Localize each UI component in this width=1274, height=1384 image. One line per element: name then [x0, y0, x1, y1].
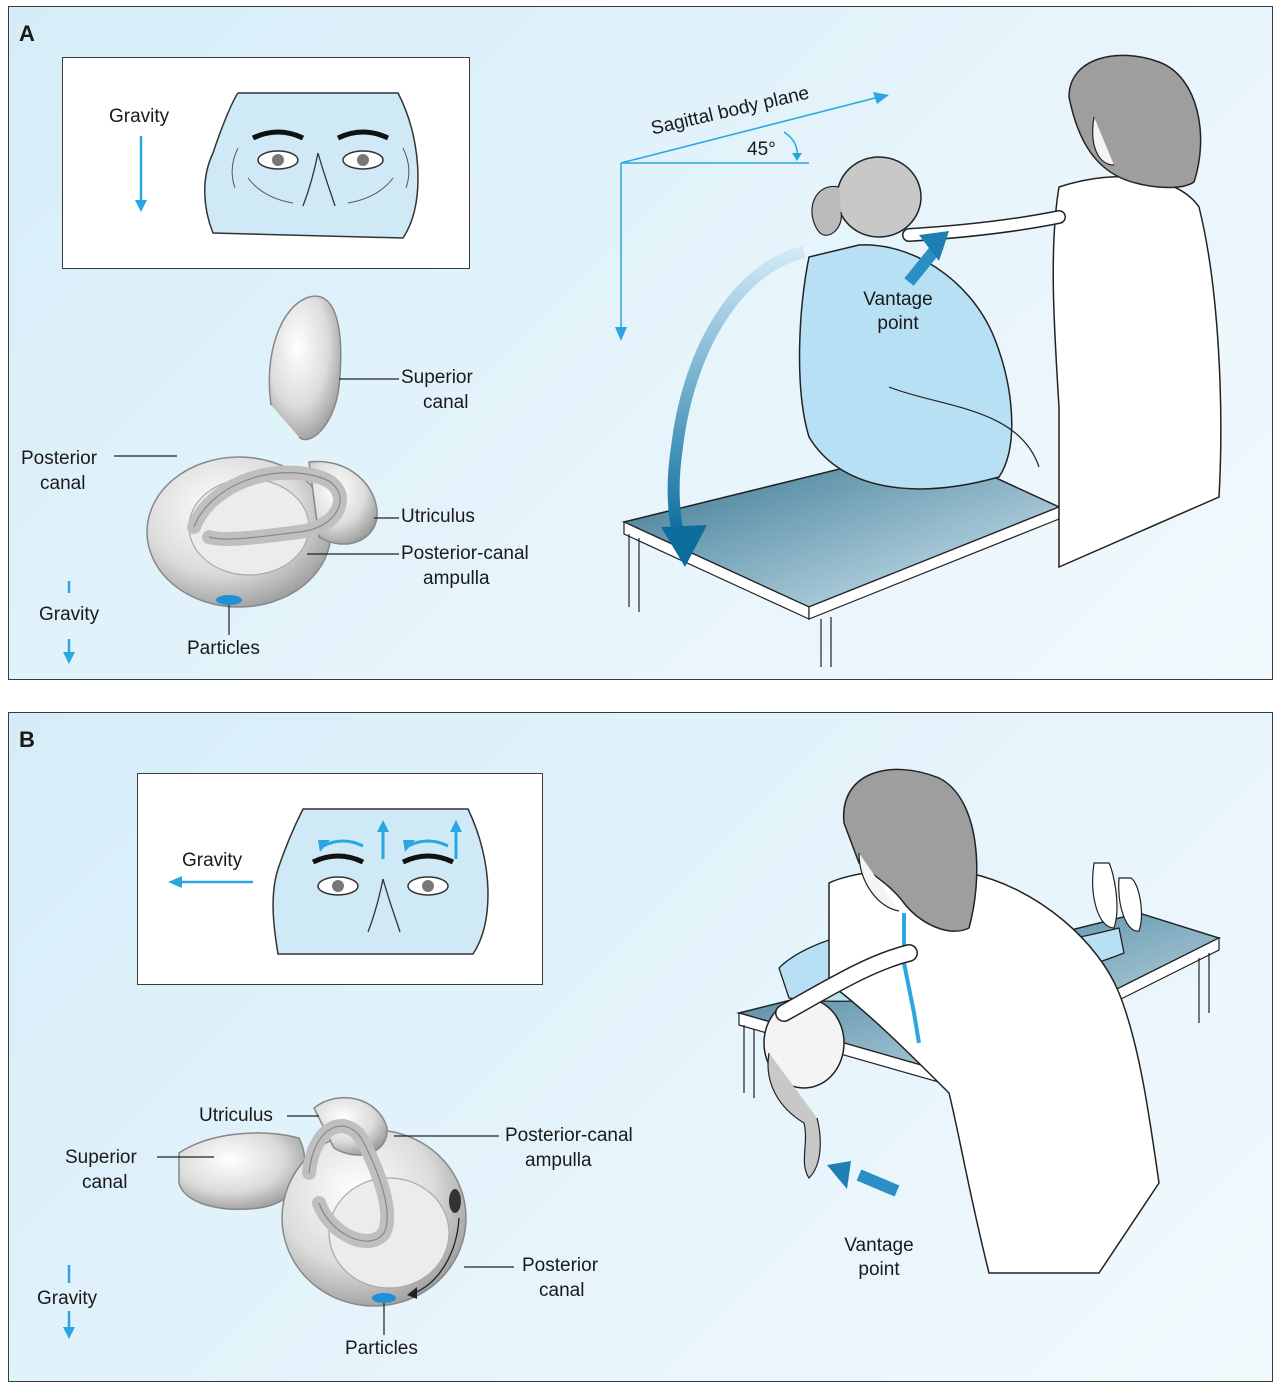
- vantage-label-2: point: [853, 313, 943, 335]
- panel-b: B Gravity: [8, 712, 1273, 1382]
- panel-a: A Gravity: [8, 6, 1273, 680]
- scene-b: [9, 713, 1272, 1381]
- vantage-label-2: point: [829, 1259, 929, 1281]
- vantage-label-1: Vantage: [853, 289, 943, 311]
- vantage-label-1: Vantage: [829, 1235, 929, 1257]
- vantage-arrow-b: [859, 1175, 897, 1191]
- physician-coat: [1053, 177, 1221, 567]
- patient-head: [837, 157, 921, 237]
- scene-a: [9, 7, 1272, 679]
- patient-gown: [800, 245, 1012, 489]
- physician-hair: [1069, 55, 1201, 187]
- angle-label: 45°: [747, 139, 776, 161]
- patient-foot: [1093, 863, 1117, 928]
- ponytail: [812, 186, 841, 235]
